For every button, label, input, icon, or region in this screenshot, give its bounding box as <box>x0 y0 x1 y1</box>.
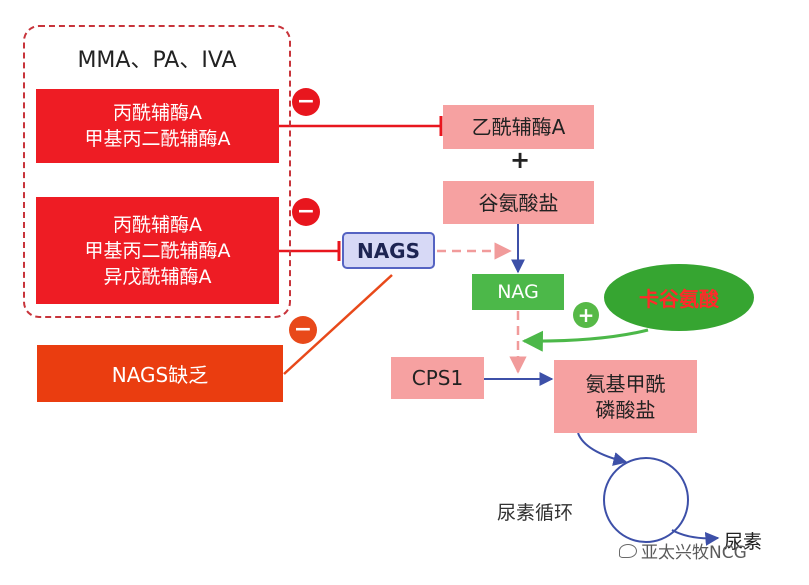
minus-icon: − <box>292 198 320 226</box>
watermark: 亚太兴牧NCG <box>619 538 747 563</box>
plus-icon: + <box>573 302 599 328</box>
urea-cycle-label: 尿素循环 <box>497 502 574 524</box>
group-title: MMA、PA、IVA <box>77 48 237 73</box>
cps1-box: CPS1 <box>391 357 484 399</box>
cycle-to-urea-arrow <box>671 529 720 546</box>
nag-box: NAG <box>472 274 564 310</box>
box2-line2: 甲基丙二酰辅酶A <box>84 239 231 262</box>
carbamoyl-line1: 氨基甲酰 <box>585 371 666 396</box>
carbamoyl-to-cycle-arrow <box>577 432 628 466</box>
deficiency-line <box>283 274 393 375</box>
nags-enzyme-box: NAGS <box>342 232 435 269</box>
inhibitor-box-acetyl: 丙酰辅酶A 甲基丙二酰辅酶A <box>36 89 279 163</box>
plus-sign: + <box>510 146 531 174</box>
urea-label: 尿素 <box>724 531 763 553</box>
glutamate-box: 谷氨酸盐 <box>443 181 594 224</box>
carglumic-activation-arrow <box>521 328 649 352</box>
box2-line1: 丙酰辅酶A <box>113 213 202 236</box>
wechat-icon <box>619 543 637 558</box>
box2-line3: 异戊酰辅酶A <box>103 265 212 288</box>
minus-icon: − <box>292 88 320 116</box>
inhibitor-box-nags: 丙酰辅酶A 甲基丙二酰辅酶A 异戊酰辅酶A <box>36 197 279 304</box>
carbamoyl-line2: 磷酸盐 <box>595 397 656 422</box>
urea-cycle-circle <box>603 457 689 543</box>
acetyl-coa-box: 乙酰辅酶A <box>443 105 594 149</box>
carbamoyl-phosphate-box: 氨基甲酰 磷酸盐 <box>554 360 697 433</box>
nags-deficiency-box: NAGS缺乏 <box>37 345 283 402</box>
inhibitor-group-box <box>23 25 291 318</box>
box1-line1: 丙酰辅酶A <box>113 102 202 124</box>
watermark-text: 亚太兴牧NCG <box>641 543 747 563</box>
box1-line2: 甲基丙二酰辅酶A <box>84 128 231 150</box>
carglumic-acid-ellipse: 卡谷氨酸 <box>604 264 754 331</box>
minus-icon: − <box>289 316 317 344</box>
